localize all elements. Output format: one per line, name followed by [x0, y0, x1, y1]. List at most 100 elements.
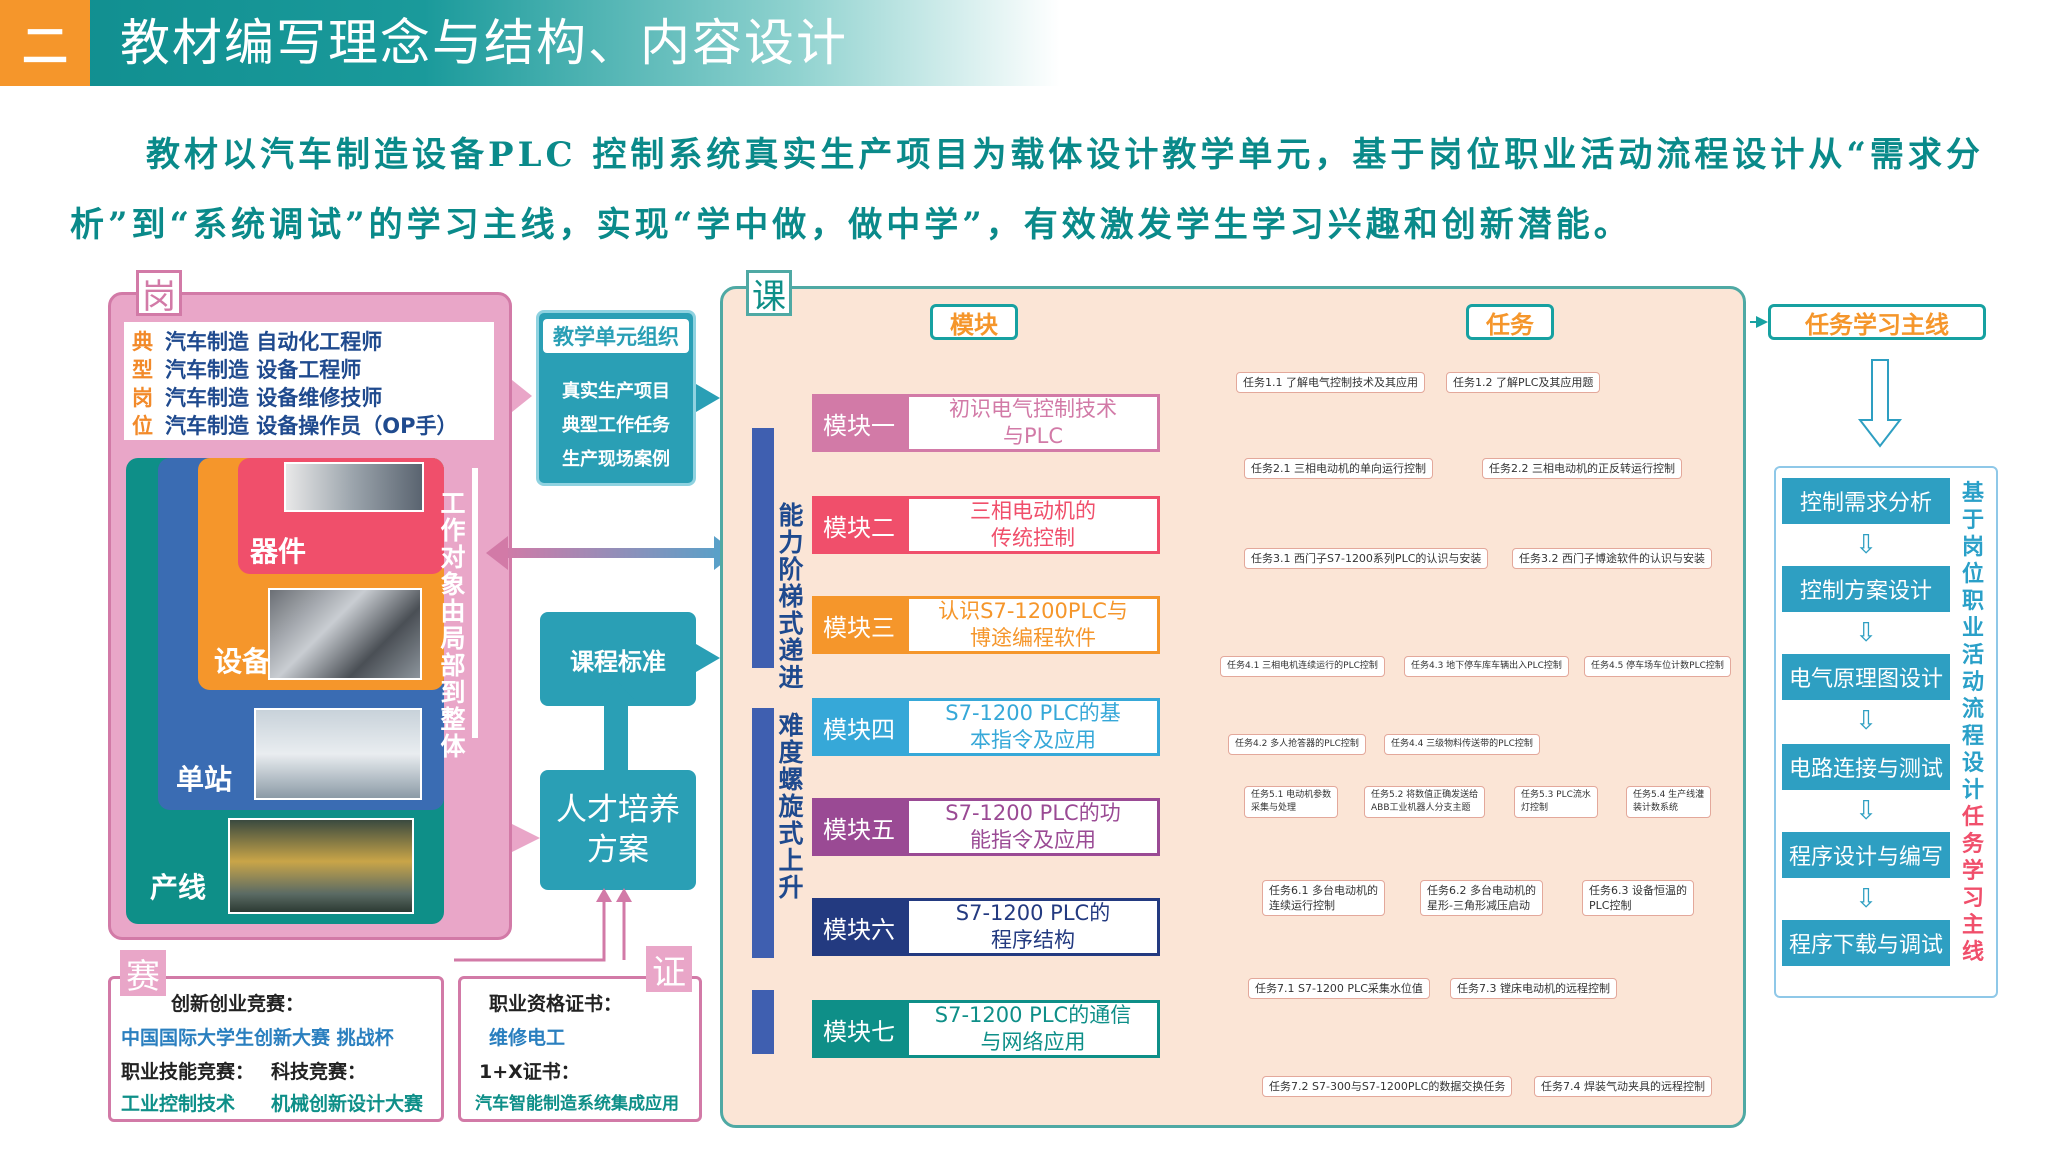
module-name: S7-1200 PLC的基 本指令及应用 — [906, 698, 1160, 756]
job-item: 岗汽车制造 设备维修技师 — [132, 386, 383, 410]
module-name: 三相电动机的 传统控制 — [906, 496, 1160, 554]
module-name: 认识S7-1200PLC与 博途编程软件 — [906, 596, 1160, 654]
certificate-1x-value: 汽车智能制造系统集成应用 — [475, 1094, 679, 1114]
step-item: 程序设计与编写 — [1782, 832, 1950, 878]
ability-vertical-text: 能力阶梯式递进 — [778, 501, 804, 692]
main-line-header: 任务学习主线 — [1768, 304, 1986, 340]
module-name: S7-1200 PLC的功 能指令及应用 — [906, 798, 1160, 856]
competition-box: 创新创业竞赛： 中国国际大学生创新大赛 挑战杯 职业技能竞赛： 科技竞赛： 工业… — [108, 976, 444, 1122]
down-arrow-icon: ⇩ — [1855, 618, 1877, 648]
layer-label-component: 器件 — [250, 535, 307, 568]
task-item: 任务7.4 焊装气动夹具的远程控制 — [1534, 1076, 1712, 1097]
task-item: 任务5.4 生产线灌 装计数系统 — [1626, 786, 1712, 818]
task-item: 任务3.2 西门子博途软件的认识与安装 — [1512, 548, 1712, 569]
task-item: 任务7.2 S7-300与S7-1200PLC的数据交换任务 — [1262, 1076, 1513, 1097]
task-item: 任务4.5 停车场车位计数PLC控制 — [1584, 656, 1731, 677]
course-label: 课 — [746, 270, 792, 317]
certificate-qual-value: 维修电工 — [489, 1027, 566, 1049]
layer-label-equipment: 设备 — [214, 645, 271, 678]
step-item: 程序下载与调试 — [1782, 920, 1950, 966]
talent-plan-box: 人才培养方案 — [540, 770, 696, 890]
teaching-item: 生产现场案例 — [562, 449, 670, 470]
competition-innovation-value: 中国国际大学生创新大赛 挑战杯 — [121, 1027, 394, 1049]
competition-label: 赛 — [120, 950, 166, 997]
teaching-item: 典型工作任务 — [562, 415, 670, 436]
step-item: 电气原理图设计 — [1782, 654, 1950, 700]
teaching-unit-box: 教学单元组织 真实生产项目 典型工作任务 生产现场案例 — [536, 310, 696, 486]
job-item: 典汽车制造 自动化工程师 — [132, 330, 383, 354]
down-arrow-icon: ⇩ — [1855, 530, 1877, 560]
task-item: 任务3.1 西门子S7-1200系列PLC的认识与安装 — [1244, 548, 1489, 569]
task-item: 任务7.3 镗床电动机的远程控制 — [1450, 978, 1617, 999]
module-tag: 模块二 — [812, 496, 906, 554]
step-item: 控制方案设计 — [1782, 566, 1950, 612]
ability-bar — [752, 428, 774, 668]
job-list: 典汽车制造 自动化工程师 型汽车制造 设备工程师 岗汽车制造 设备维修技师 位汽… — [124, 322, 494, 440]
module-tag: 模块四 — [812, 698, 906, 756]
header-bar — [0, 0, 1060, 86]
certificate-label: 证 — [646, 946, 692, 993]
job-item: 位汽车制造 设备操作员（OP手） — [132, 414, 458, 438]
right-vertical-text: 基于岗位职业活动流程设计任务学习主线 — [1960, 480, 1986, 966]
module-tag: 模块五 — [812, 798, 906, 856]
page-title: 教材编写理念与结构、内容设计 — [120, 14, 848, 72]
competition-innovation-title: 创新创业竞赛： — [171, 993, 305, 1015]
teaching-item: 真实生产项目 — [562, 381, 670, 402]
task-item: 任务5.1 电动机参数 采集与处理 — [1244, 786, 1339, 818]
difficulty-bar — [752, 708, 774, 958]
module-tag: 模块三 — [812, 596, 906, 654]
station-photo — [254, 708, 422, 800]
module-name: 初识电气控制技术 与PLC — [906, 394, 1160, 452]
task-item: 任务2.2 三相电动机的正反转运行控制 — [1482, 458, 1682, 479]
module-header: 模块 — [930, 304, 1018, 340]
task-item: 任务5.2 将数值正确发送给 ABB工业机器人分支主题 — [1364, 786, 1486, 818]
step-item: 电路连接与测试 — [1782, 744, 1950, 790]
module-name: S7-1200 PLC的 程序结构 — [906, 898, 1160, 956]
task-item: 任务6.1 多台电动机的 连续运行控制 — [1262, 880, 1385, 916]
production-line-photo — [228, 818, 414, 914]
task-item: 任务1.1 了解电气控制技术及其应用 — [1236, 372, 1425, 393]
task-item: 任务6.2 多台电动机的 星形-三角形减压启动 — [1420, 880, 1543, 916]
task-item: 任务4.4 三级物料传送带的PLC控制 — [1384, 734, 1540, 755]
intro-paragraph: 教材以汽车制造设备PLC 控制系统真实生产项目为载体设计教学单元，基于岗位职业活… — [70, 135, 1984, 245]
component-photo — [284, 462, 424, 512]
module-tag: 模块六 — [812, 898, 906, 956]
task-item: 任务4.3 地下停车库车辆出入PLC控制 — [1404, 656, 1569, 677]
certificate-box: 职业资格证书： 维修电工 1+X证书： 汽车智能制造系统集成应用 — [458, 976, 702, 1122]
task-item: 任务7.1 S7-1200 PLC采集水位值 — [1248, 978, 1430, 999]
competition-tech-value: 机械创新设计大赛 — [271, 1093, 424, 1115]
step-item: 控制需求分析 — [1782, 478, 1950, 524]
equipment-photo — [268, 588, 422, 680]
right-vertical-b: 任务学习主线 — [1961, 805, 1984, 965]
task-item: 任务1.2 了解PLC及其应用题 — [1446, 372, 1601, 393]
task-header: 任务 — [1466, 304, 1554, 340]
competition-skill-title: 职业技能竞赛： — [121, 1061, 255, 1083]
vertical-divider — [472, 468, 478, 738]
task-item: 任务4.2 多人抢答器的PLC控制 — [1228, 734, 1366, 755]
module-tag: 模块一 — [812, 394, 906, 452]
module-name: S7-1200 PLC的通信 与网络应用 — [906, 1000, 1160, 1058]
certificate-qual-title: 职业资格证书： — [489, 993, 623, 1015]
competition-tech-title: 科技竞赛： — [271, 1061, 367, 1083]
main-line-panel — [1774, 466, 1998, 998]
job-label: 岗 — [136, 270, 182, 317]
task-item: 任务2.1 三相电动机的单向运行控制 — [1244, 458, 1433, 479]
layer-label-line: 产线 — [150, 871, 207, 904]
down-arrow-icon: ⇩ — [1855, 884, 1877, 914]
job-item: 型汽车制造 设备工程师 — [132, 358, 362, 382]
teaching-unit-title: 教学单元组织 — [543, 319, 689, 353]
competition-skill-value: 工业控制技术 — [121, 1093, 236, 1115]
task-item: 任务4.1 三相电机连续运行的PLC控制 — [1220, 656, 1385, 677]
right-vertical-a: 基于岗位职业活动流程设计 — [1961, 481, 1984, 803]
difficulty-vertical-text: 难度螺旋式上升 — [778, 711, 804, 902]
layer-label-station: 单站 — [176, 763, 233, 796]
task-item: 任务6.3 设备恒温的 PLC控制 — [1582, 880, 1694, 916]
certificate-1x-title: 1+X证书： — [479, 1061, 580, 1083]
work-object-vertical: 工作对象由局部到整体 — [440, 489, 466, 761]
module-tag: 模块七 — [812, 1000, 906, 1058]
bottom-bar — [752, 990, 774, 1054]
section-number: 二 — [0, 0, 90, 86]
down-arrow-icon: ⇩ — [1855, 706, 1877, 736]
down-arrow-icon: ⇩ — [1855, 796, 1877, 826]
task-item: 任务5.3 PLC流水 灯控制 — [1514, 786, 1598, 818]
